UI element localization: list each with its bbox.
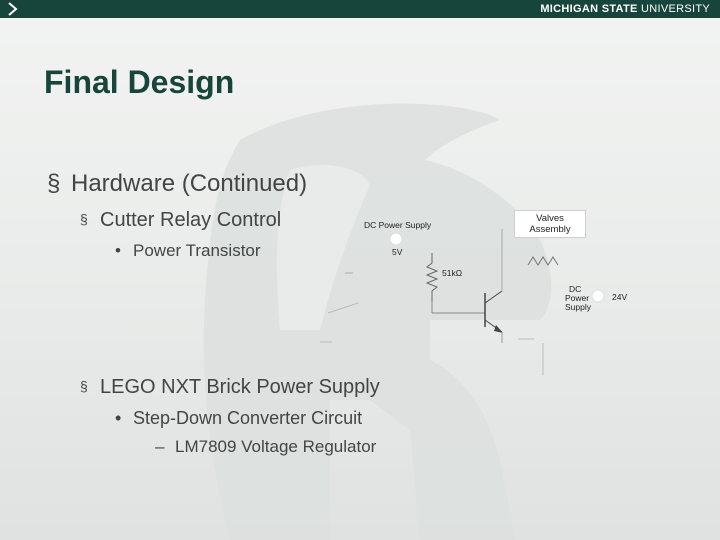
voltage-24-label: 24V — [612, 292, 628, 302]
brand-bold: MICHIGAN STATE — [540, 3, 638, 15]
bullet-stepdown: • Step-Down Converter Circuit — [115, 408, 362, 429]
switch-line — [327, 302, 359, 314]
bullet-hardware-text: Hardware (Continued) — [71, 170, 308, 197]
dc-24v-node — [591, 289, 605, 303]
header-bar: MICHIGAN STATE UNIVERSITY — [0, 0, 720, 18]
square-bullet-icon: § — [80, 378, 88, 394]
square-bullet-icon: § — [80, 211, 88, 227]
bullet-stepdown-text: Step-Down Converter Circuit — [133, 408, 363, 428]
bullet-cutter-text: Cutter Relay Control — [100, 209, 282, 231]
emitter-arrow — [494, 325, 503, 333]
dc-label-line1: DC — [569, 284, 582, 294]
dot-bullet-icon: • — [115, 408, 122, 428]
relay-circuit-diagram — [320, 229, 605, 375]
valves-line2: Assembly — [529, 224, 571, 235]
resistor-label: 51kΩ — [442, 268, 463, 278]
dc-supply-label: DC Power Supply — [364, 220, 432, 230]
bullet-cutter: § Cutter Relay Control — [80, 209, 281, 232]
bullet-lego-text: LEGO NXT Brick Power Supply — [100, 376, 380, 398]
spartan-helmet-watermark-icon — [203, 103, 552, 540]
square-bullet-icon: § — [47, 170, 61, 197]
dc-supply-node — [389, 232, 403, 246]
resistor-symbol — [425, 253, 439, 301]
transistor-collector — [484, 290, 503, 304]
valves-assembly-box: Valves Assembly — [514, 210, 586, 238]
voltage-5-label: 5V — [392, 247, 403, 257]
bullet-transistor: • Power Transistor — [115, 241, 261, 261]
brand-wordmark: MICHIGAN STATE UNIVERSITY — [540, 3, 710, 15]
valves-line1: Valves — [536, 213, 564, 224]
brand-light: UNIVERSITY — [640, 3, 710, 15]
bullet-lego: § LEGO NXT Brick Power Supply — [80, 376, 380, 399]
dash-bullet-icon: – — [155, 437, 165, 456]
bullet-regulator-text: LM7809 Voltage Regulator — [175, 437, 377, 456]
bullet-regulator: –LM7809 Voltage Regulator — [155, 437, 376, 457]
bullet-transistor-text: Power Transistor — [133, 241, 261, 260]
chevron-right-icon[interactable] — [4, 1, 20, 17]
dc-label-line3: Supply — [565, 302, 591, 312]
dot-bullet-icon: • — [115, 241, 121, 260]
bullet-hardware: § Hardware (Continued) — [47, 170, 307, 198]
slide-title: Final Design — [44, 64, 235, 100]
dc-label-line2: Power — [565, 293, 590, 303]
valve-coil — [527, 256, 559, 266]
